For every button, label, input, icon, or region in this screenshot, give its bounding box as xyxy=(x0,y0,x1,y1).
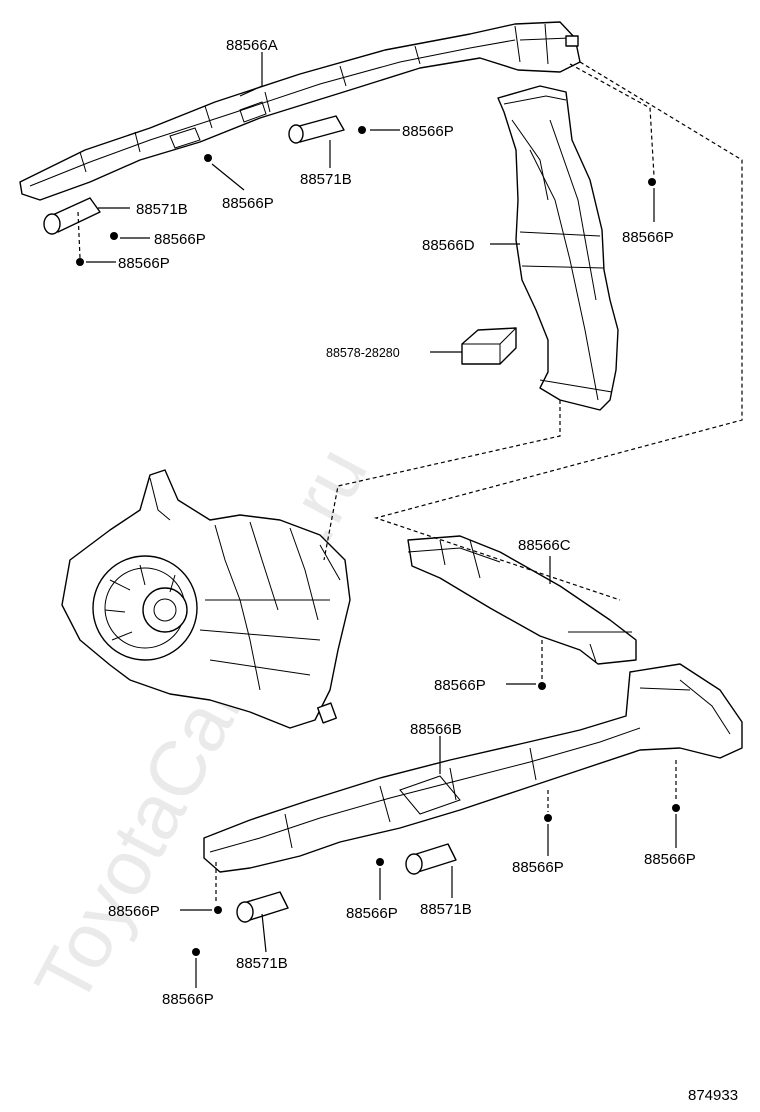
label-88578-28280: 88578-28280 xyxy=(326,346,400,360)
label-88566p-1: 88566P xyxy=(402,123,454,140)
duct-88566c xyxy=(407,535,637,665)
label-88566p-5: 88566P xyxy=(622,229,674,246)
label-88566p-10: 88566P xyxy=(108,903,160,920)
nozzle-88571b-lower-left xyxy=(236,891,289,923)
label-88566c: 88566C xyxy=(518,537,571,554)
label-88566p-3: 88566P xyxy=(154,231,206,248)
label-88566p-6: 88566P xyxy=(434,677,486,694)
callout-labels: 88566A 88566P 88571B 88566P 88571B 88566… xyxy=(108,37,738,1104)
label-88566p-8: 88566P xyxy=(644,851,696,868)
label-88566a: 88566A xyxy=(226,37,278,54)
nozzle-88571b-upper-left xyxy=(43,197,101,235)
label-88566p-4: 88566P xyxy=(118,255,170,272)
label-88566p-7: 88566P xyxy=(512,859,564,876)
nozzle-88571b-upper xyxy=(288,115,345,144)
label-88571b-2: 88571B xyxy=(136,201,188,218)
label-88571b-1: 88571B xyxy=(300,171,352,188)
heater-blower-unit xyxy=(61,469,351,729)
label-88566p-2: 88566P xyxy=(222,195,274,212)
label-88571b-3: 88571B xyxy=(420,901,472,918)
label-88566p-11: 88566P xyxy=(162,991,214,1008)
dashed-connections xyxy=(77,61,743,904)
nozzle-88571b-lower-mid xyxy=(405,843,457,875)
duct-88566d xyxy=(497,85,619,411)
duct-88566b xyxy=(203,663,743,873)
label-88566d: 88566D xyxy=(422,237,475,254)
label-88571b-4: 88571B xyxy=(236,955,288,972)
figure-id: 874933 xyxy=(688,1087,738,1104)
duct-88566a xyxy=(19,21,581,201)
label-88566b: 88566B xyxy=(410,721,462,738)
label-88566p-9: 88566P xyxy=(346,905,398,922)
leader-lines xyxy=(86,52,677,988)
pad-88578-28280 xyxy=(461,327,517,365)
clip-icons xyxy=(76,126,680,956)
